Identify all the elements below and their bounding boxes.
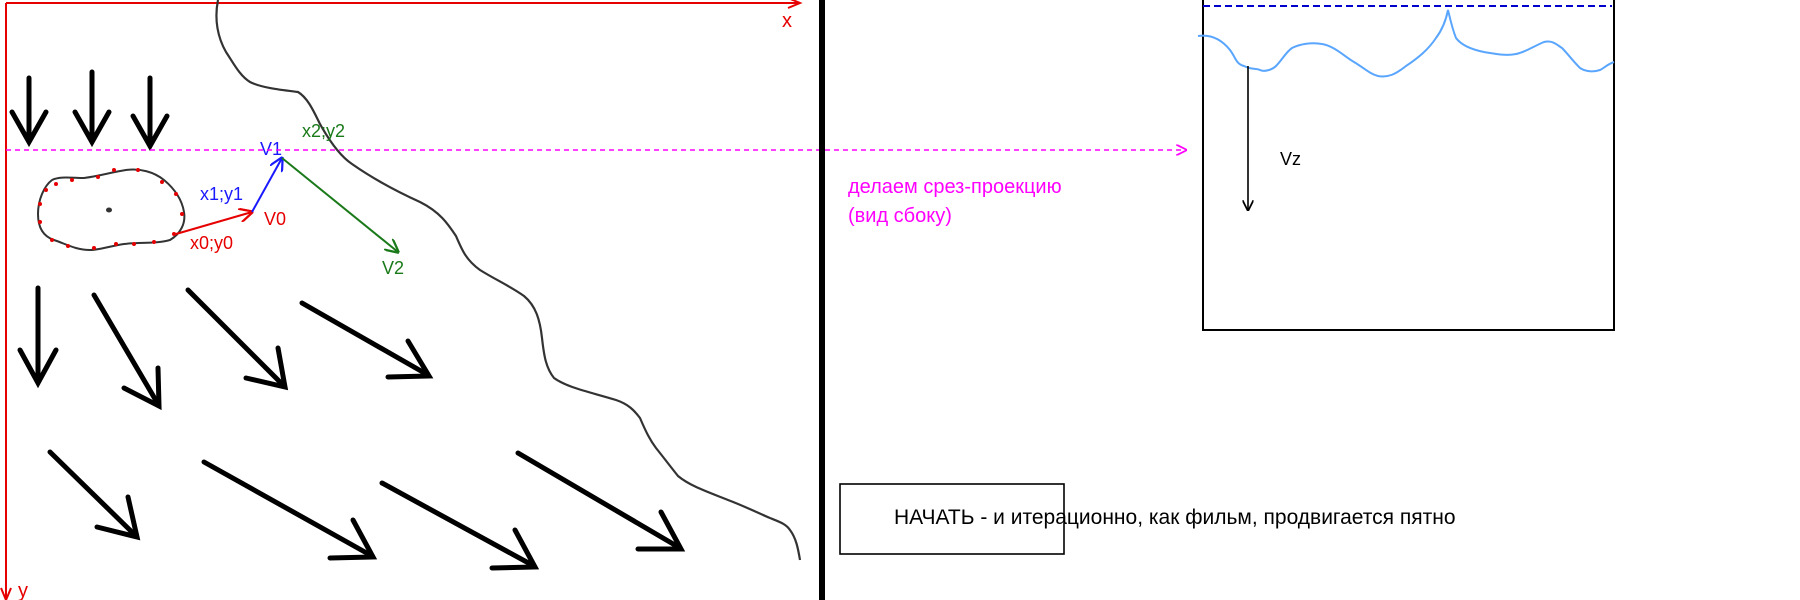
wind-arrow — [47, 449, 141, 541]
v1-vector — [251, 158, 282, 213]
x-axis-label: x — [782, 10, 792, 32]
v1-label: V1 — [260, 139, 282, 159]
wind-arrow — [185, 287, 289, 391]
wind-arrow — [201, 459, 378, 561]
wind-arrows — [9, 69, 686, 571]
wind-arrow — [515, 450, 686, 552]
y-axis-label: y — [18, 580, 28, 600]
oil-spill-outline — [36, 168, 186, 252]
wind-arrow — [130, 75, 170, 152]
velocity-vectors: V0 x0;y0 x1;y1 V1 x2;y2 V2 — [175, 121, 404, 278]
vz-label: Vz — [1280, 149, 1301, 169]
p0-label: x0;y0 — [190, 233, 233, 253]
top-view-panel: x y — [0, 0, 803, 600]
spill-center-marker — [106, 207, 112, 213]
v0-label: V0 — [264, 209, 286, 229]
v2-label: V2 — [382, 258, 404, 278]
wind-arrow — [91, 292, 162, 411]
wind-arrow — [299, 300, 434, 380]
wind-arrow — [379, 480, 540, 571]
start-button-frame[interactable] — [839, 483, 1065, 555]
wind-arrow — [17, 285, 59, 389]
start-button-label[interactable]: НАЧАТЬ - и итерационно, как фильм, продв… — [894, 506, 1456, 529]
coordinate-axes: x y — [0, 0, 803, 600]
wind-arrow — [72, 69, 112, 148]
coastline — [215, 0, 802, 561]
v0-vector — [175, 212, 252, 235]
oil-spill-particles — [38, 168, 184, 250]
side-view-panel: Vz — [1197, 0, 1615, 331]
x-axis-arrowhead — [787, 0, 803, 9]
surface-profile — [1197, 9, 1615, 78]
projection-caption-line1: делаем срез-проекцию — [848, 176, 1062, 198]
oil-spill — [36, 168, 186, 252]
projection-caption-line2: (вид сбоку) — [848, 205, 952, 227]
projection-caption: делаем срез-проекцию (вид сбоку) — [848, 176, 1062, 227]
p2-label: x2;y2 — [302, 121, 345, 141]
start-button[interactable]: НАЧАТЬ - и итерационно, как фильм, продв… — [839, 483, 1456, 555]
y-axis-arrowhead — [0, 587, 12, 600]
side-view-container — [1202, 0, 1615, 331]
v2-vector — [281, 157, 398, 252]
wind-arrow — [9, 75, 49, 148]
p1-label: x1;y1 — [200, 184, 243, 204]
